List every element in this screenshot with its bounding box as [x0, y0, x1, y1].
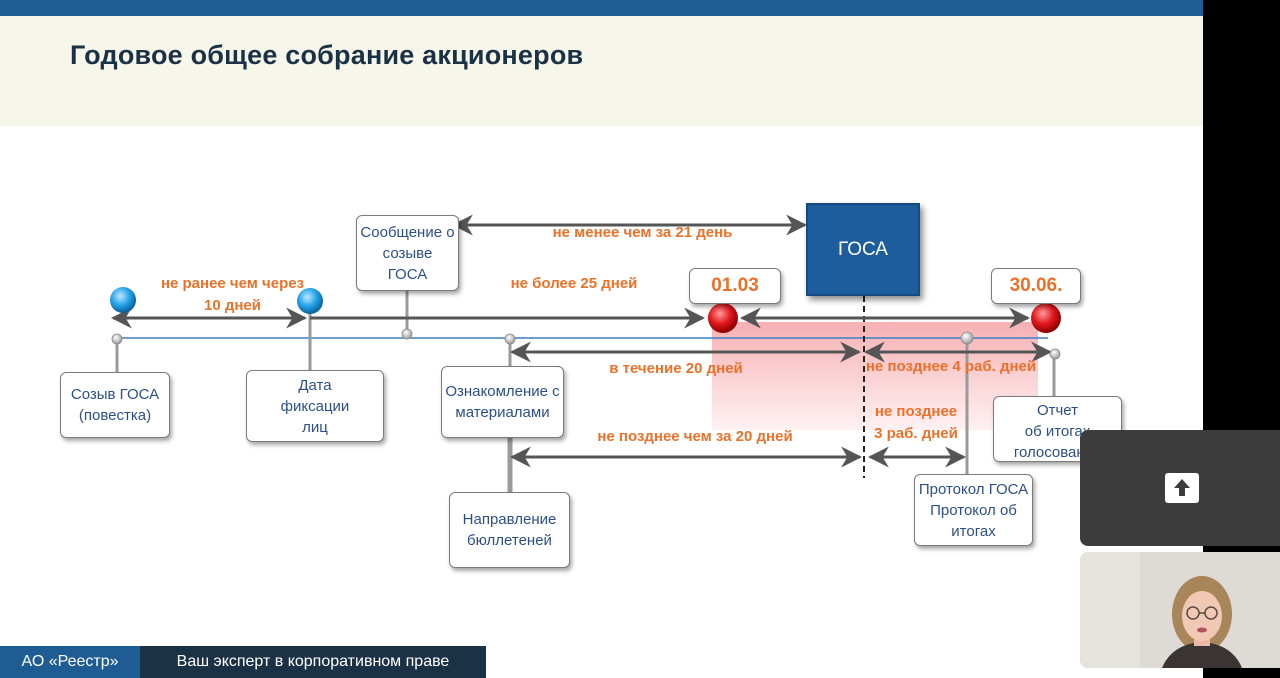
slide-title: Годовое общее собрание акционеров: [70, 40, 584, 70]
participant-avatar-icon: [1080, 552, 1280, 668]
milestone-start-date: [708, 303, 738, 333]
milestone-convocation: [110, 287, 136, 313]
participant-video[interactable]: [1080, 552, 1280, 668]
node-notice: Сообщение о созыве ГОСА: [356, 215, 459, 291]
label-not-later-20: не позднее чем за 20 дней: [597, 428, 793, 445]
presentation-slide: Годовое общее собрание акционеров: [0, 0, 1203, 678]
label-not-more-25: не более 25 дней: [510, 275, 638, 292]
node-record-date: Дата фиксации лиц: [246, 370, 384, 442]
slide-header: Годовое общее собрание акционеров: [0, 16, 1203, 126]
node-materials: Ознакомление с материалами: [441, 366, 564, 438]
pin-convocation: [111, 333, 123, 345]
label-not-later-4: не позднее 4 раб. дней: [865, 358, 1037, 375]
timeline-diagram: [110, 214, 1061, 492]
pin-protocol: [960, 331, 974, 345]
pin-notice: [401, 328, 413, 340]
label-not-earlier-10: не ранее чем через 10 дней: [160, 275, 305, 314]
pin-materials: [504, 333, 516, 345]
milestone-record-date: [297, 288, 323, 314]
node-ballots: Направление бюллетеней: [449, 492, 570, 568]
footer-tagline: Ваш эксперт в корпоративном праве: [140, 646, 486, 678]
gosa-period-highlight: [712, 322, 1038, 430]
node-gosa: ГОСА: [806, 203, 920, 296]
date-end: 30.06.: [991, 268, 1081, 304]
date-start: 01.03: [689, 268, 781, 304]
node-protocol: Протокол ГОСА Протокол об итогах: [914, 474, 1033, 546]
label-not-later-3: не позднее 3 раб. дней: [874, 403, 958, 442]
milestone-end-date: [1031, 303, 1061, 333]
slide-top-bar: [0, 0, 1203, 16]
pin-report: [1049, 348, 1061, 360]
node-convocation: Созыв ГОСА (повестка): [60, 372, 170, 438]
present-screen-icon[interactable]: [1164, 472, 1200, 504]
label-within-20: в течение 20 дней: [609, 360, 743, 377]
label-not-less-21: не менее чем за 21 день: [552, 224, 733, 241]
footer-company: АО «Реестр»: [0, 646, 140, 678]
